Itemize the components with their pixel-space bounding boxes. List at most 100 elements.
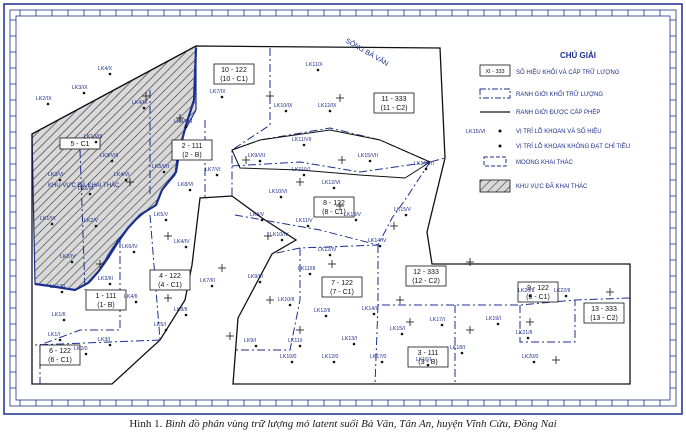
borehole-label: LK21/II <box>516 330 532 336</box>
borehole: LK15/VII <box>358 153 378 163</box>
borehole-label: LK12/IX <box>318 103 337 109</box>
block-grade: (3 - B) <box>418 359 437 366</box>
block-id: 12 - 333 <box>413 269 439 276</box>
borehole: LK9/I <box>244 338 258 348</box>
borehole: LK2/V <box>84 218 99 228</box>
borehole: LK10/0 <box>280 354 297 364</box>
legend-sample: XI - 333 <box>485 69 504 75</box>
borehole: LK11/I <box>288 338 303 348</box>
borehole-label: LK7/VI <box>205 167 221 173</box>
reserve-block-label: 10 - 122 (10 - C1) <box>213 63 255 85</box>
block-id: 6 - 122 <box>49 348 71 355</box>
borehole: LK4/X <box>98 66 113 76</box>
legend-item: RANH GIỚI ĐƯỢC CẤP PHÉP <box>480 109 600 116</box>
borehole: LK9/VII <box>248 153 265 163</box>
block-id: 9 - 122 <box>527 285 549 292</box>
borehole: LK10/VI <box>269 189 287 199</box>
borehole-label: LK12/IV <box>318 247 337 253</box>
borehole-label: LK14/II <box>362 306 378 312</box>
block-id: 11 - 333 <box>381 96 406 103</box>
borehole: LK15/I <box>390 326 405 336</box>
borehole: LK9/III <box>248 274 263 284</box>
borehole-label: LK18/I <box>450 345 465 351</box>
block-grade: (1- B) <box>97 302 115 309</box>
block-grade: (2 - B) <box>182 152 201 159</box>
borehole-label: LK13/V <box>344 212 362 218</box>
borehole-label: LK1/VIII <box>84 134 102 140</box>
borehole: LK11/X <box>306 62 323 72</box>
borehole: LK13/I <box>342 336 357 346</box>
block-id: 2 - 111 <box>182 143 203 150</box>
borehole-label: LK17/0 <box>370 354 387 360</box>
borehole: LK11/III <box>298 266 316 276</box>
river-label: SÔNG BÀ VĂN <box>344 36 390 68</box>
borehole-label: LK3/III <box>98 276 113 282</box>
borehole-label: LK9/III <box>248 274 263 280</box>
borehole: LK10/II <box>278 297 294 307</box>
borehole-markers: LK4/X LK11/X LK3/IX LK7/IX LK10/IX LK12/IX LK2… <box>36 62 570 367</box>
caption-label: Hình 1. <box>129 418 163 430</box>
borehole: LK5/VII <box>152 164 169 174</box>
borehole-label: LK4/II <box>124 294 138 300</box>
borehole-label: LK4/IX <box>132 100 148 106</box>
block-id: 13 - 333 <box>591 306 617 313</box>
borehole-label: LK4/IV <box>174 239 190 245</box>
borehole-label: LK4/VI <box>114 172 130 178</box>
borehole: LK19/I <box>486 316 501 326</box>
reserve-block-label: 12 - 333 (12 - C2) <box>405 265 447 287</box>
borehole: LK13/V <box>344 212 362 222</box>
borehole: LK15/V <box>394 207 412 217</box>
reserve-block-label: 13 - 333(13 - C2) <box>583 302 625 324</box>
borehole-label: LK14/IV <box>368 238 387 244</box>
borehole-label: LK3/VIII <box>100 153 118 159</box>
borehole-label: LK20/II <box>518 288 534 294</box>
borehole: LK2/0 <box>74 346 88 356</box>
borehole: LK4/VI <box>114 172 130 182</box>
borehole-label: LK10/VI <box>269 189 287 195</box>
borehole: LK2/IX <box>36 96 52 106</box>
block-grade: (4 - C1) <box>158 282 182 289</box>
borehole: LK20/II <box>518 288 534 298</box>
borehole-label: LK22/II <box>554 288 570 294</box>
borehole-label: LK17/I <box>430 317 445 323</box>
borehole-label: LK20/0 <box>522 354 539 360</box>
borehole-label: LK10/0 <box>280 354 297 360</box>
borehole: LK3/VIII <box>100 153 118 163</box>
borehole-label: LK13/I <box>342 336 357 342</box>
borehole-label: LK11/X <box>306 62 323 68</box>
reserve-block-label: 7 - 122(7 - C1) <box>321 276 363 298</box>
legend-item: VỊ TRÍ LỖ KHOAN KHÔNG ĐẠT CHỈ TIÊU <box>498 142 630 150</box>
mining-pit <box>231 129 432 179</box>
block-id: 8 - 122 <box>323 200 345 207</box>
borehole-label: LK3/VI <box>48 172 64 178</box>
borehole-label: LK10/IV <box>270 232 289 238</box>
borehole-label: LK9/VII <box>248 153 265 159</box>
borehole: LK1/III <box>50 284 65 294</box>
borehole: LK8/VIII <box>174 119 192 129</box>
legend-item: MOONG KHAI THÁC <box>483 156 574 167</box>
borehole-label: LK7/IX <box>210 89 226 95</box>
reserve-block-label: 4 - 122(4 - C1) <box>149 269 191 291</box>
borehole: LK11/VI <box>292 167 310 177</box>
borehole-label: LK10/IX <box>274 103 293 109</box>
block-id: 1 - 111 <box>96 293 117 300</box>
block-grade: (9 - C1) <box>526 294 550 301</box>
borehole-label: LK12/II <box>314 308 330 314</box>
borehole: LK10/IV <box>270 232 289 242</box>
block-grade: (10 - C1) <box>220 76 248 83</box>
block-id: 10 - 122 <box>221 67 247 74</box>
block-id: 3 - 111 <box>418 350 439 357</box>
borehole: LK22/II <box>554 288 570 298</box>
block-grade: (12 - C2) <box>412 278 440 285</box>
borehole-label: LK15/VII <box>358 153 378 159</box>
borehole-label: LK2/VI <box>78 186 94 192</box>
borehole: LK3/IX <box>72 85 88 95</box>
borehole-label: LK9/V <box>250 212 265 218</box>
legend-text: VỊ TRÍ LỖ KHOAN KHÔNG ĐẠT CHỈ TIÊU <box>516 142 630 150</box>
borehole-label: LK5/I <box>154 322 166 328</box>
borehole: LK1/VI <box>40 216 56 226</box>
borehole: LK2/IV <box>60 254 76 264</box>
